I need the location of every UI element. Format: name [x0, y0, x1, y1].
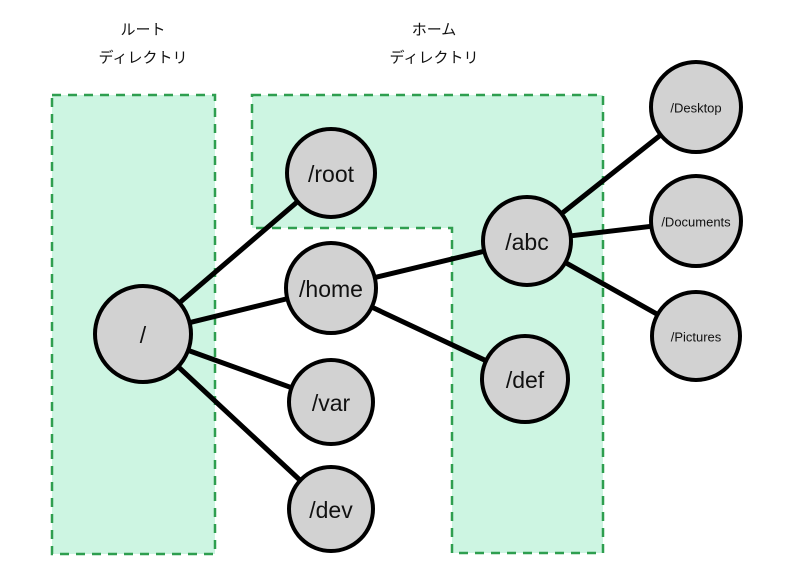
- node-def-circle[interactable]: [480, 334, 570, 424]
- node-desktop[interactable]: /Desktop: [649, 60, 743, 154]
- root-directory-region-label-line2: ディレクトリ: [99, 49, 188, 67]
- node-def[interactable]: /def: [480, 334, 570, 424]
- root-directory-region-label-line1: ルート: [120, 21, 165, 39]
- node-pictures-circle[interactable]: [650, 290, 742, 382]
- node-pictures-label: /Pictures: [671, 330, 722, 345]
- node-var-circle[interactable]: [287, 358, 375, 446]
- node-root-circle[interactable]: [93, 284, 193, 384]
- edge-root-to-var: [181, 346, 298, 392]
- edge-root-to-dev: [172, 361, 306, 486]
- node-abc-label: /abc: [505, 229, 548, 255]
- edge-home-to-abc: [368, 247, 491, 281]
- home-directory-region-label-line1: ホーム: [412, 21, 457, 39]
- node-documents[interactable]: /Documents: [649, 174, 743, 268]
- edge-home-to-def: [365, 302, 493, 365]
- edge-root-to-root-dir: [173, 196, 304, 308]
- edges-layer: [172, 129, 667, 486]
- node-pictures[interactable]: /Pictures: [650, 290, 742, 382]
- node-def-label: /def: [506, 367, 545, 393]
- node-documents-circle[interactable]: [649, 174, 743, 268]
- node-home-circle[interactable]: [284, 241, 378, 335]
- node-root-dir-circle[interactable]: [285, 127, 377, 219]
- node-var[interactable]: /var: [287, 358, 375, 446]
- home-directory-region-label-line2: ディレクトリ: [390, 49, 479, 67]
- nodes-layer: / /root/home/var/dev/abc/def/Desktop/Docu…: [93, 60, 743, 553]
- edge-abc-to-desktop: [555, 129, 667, 219]
- node-abc[interactable]: /abc: [481, 195, 573, 287]
- node-root-label: /: [140, 322, 147, 348]
- node-root-dir-label: /root: [308, 161, 355, 187]
- node-home-label: /home: [299, 276, 363, 302]
- node-root[interactable]: /: [93, 284, 193, 384]
- node-home[interactable]: /home: [284, 241, 378, 335]
- node-desktop-circle[interactable]: [649, 60, 743, 154]
- node-abc-circle[interactable]: [481, 195, 573, 287]
- node-dev[interactable]: /dev: [287, 465, 375, 553]
- edge-abc-to-documents: [564, 223, 658, 239]
- node-var-label: /var: [312, 390, 351, 416]
- node-documents-label: /Documents: [661, 215, 731, 230]
- node-dev-circle[interactable]: [287, 465, 375, 553]
- node-desktop-label: /Desktop: [670, 101, 721, 116]
- edge-abc-to-pictures: [559, 258, 664, 319]
- node-root-dir[interactable]: /root: [285, 127, 377, 219]
- edge-root-to-home: [183, 295, 294, 327]
- node-dev-label: /dev: [309, 497, 353, 523]
